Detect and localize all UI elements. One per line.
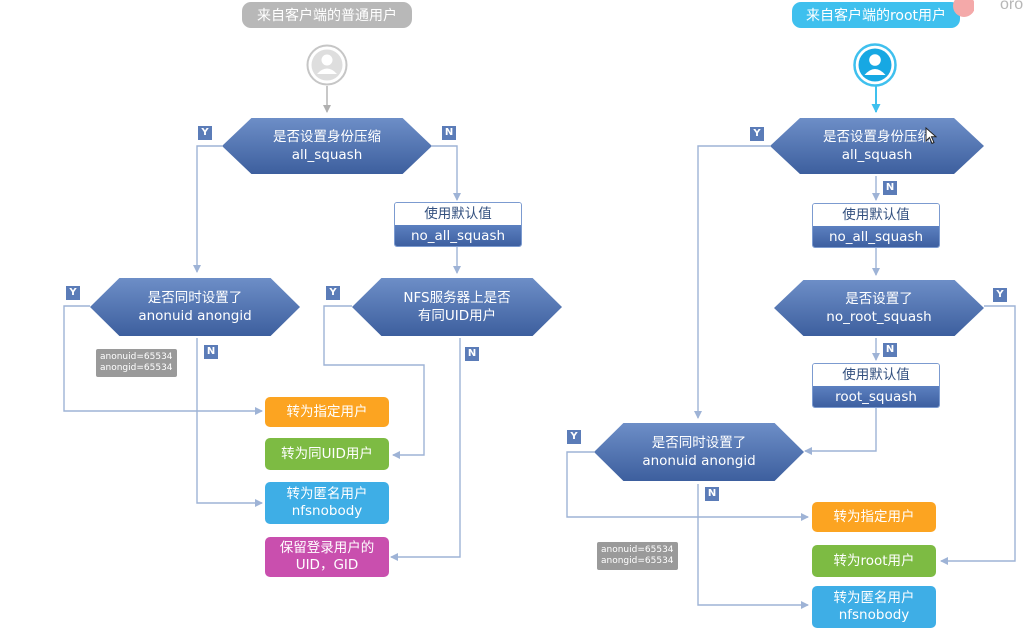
corner-logo-icon bbox=[953, 0, 974, 17]
decision-line2: anonuid anongid bbox=[642, 453, 756, 469]
note-line1: anonuid=65534 bbox=[601, 545, 674, 555]
result-line2: nfsnobody bbox=[291, 503, 363, 519]
decision-line2: all_squash bbox=[841, 147, 913, 163]
default-title: 使用默认值 bbox=[813, 204, 939, 226]
edge-right-d3-yes bbox=[566, 451, 809, 521]
no-flag: N bbox=[204, 345, 218, 359]
default-no-all-squash-left: 使用默认值 no_all_squash bbox=[394, 202, 522, 247]
edge-right-d1-yes bbox=[694, 145, 770, 419]
result-line2: UID，GID bbox=[295, 557, 359, 573]
yes-flag: Y bbox=[750, 127, 764, 141]
decision-anonuid-right: 是否同时设置了 anonuid anongid bbox=[594, 423, 804, 481]
result-line1: 转为匿名用户 bbox=[833, 590, 915, 606]
note-line2: anongid=65534 bbox=[601, 556, 674, 566]
yes-flag: Y bbox=[567, 430, 581, 444]
corner-text: oro bbox=[1000, 0, 1024, 13]
edge-right-default2-to-d3 bbox=[804, 408, 877, 455]
no-flag: N bbox=[883, 181, 897, 195]
no-flag: N bbox=[705, 487, 719, 501]
yes-flag: Y bbox=[198, 126, 212, 140]
user-avatar-icon bbox=[306, 44, 348, 86]
edge-left-d1-yes bbox=[193, 145, 222, 273]
edge-left-d2-no bbox=[196, 338, 263, 507]
result-line1: 转为匿名用户 bbox=[286, 486, 368, 502]
yes-flag: Y bbox=[993, 288, 1007, 302]
mouse-pointer-icon bbox=[925, 127, 937, 145]
decision-line2: anonuid anongid bbox=[138, 308, 252, 324]
result-same-uid-user: 转为同UID用户 bbox=[265, 438, 389, 470]
decision-line1: 是否同时设置了 bbox=[147, 290, 243, 306]
result-anonymous-user-right: 转为匿名用户 nfsnobody bbox=[812, 586, 936, 628]
result-anonymous-user-left: 转为匿名用户 nfsnobody bbox=[265, 482, 389, 524]
note-line2: anongid=65534 bbox=[100, 363, 173, 373]
decision-line2: 有同UID用户 bbox=[417, 308, 497, 324]
default-value: root_squash bbox=[813, 386, 939, 407]
result-keep-uid-gid: 保留登录用户的 UID，GID bbox=[265, 537, 389, 577]
yes-flag: Y bbox=[326, 286, 340, 300]
default-no-all-squash-right: 使用默认值 no_all_squash bbox=[812, 203, 940, 248]
decision-line1: 是否设置身份压缩 bbox=[273, 129, 381, 145]
decision-line1: NFS服务器上是否 bbox=[403, 290, 511, 306]
no-flag: N bbox=[883, 343, 897, 357]
anon-default-note-left: anonuid=65534 anongid=65534 bbox=[96, 349, 177, 377]
default-root-squash: 使用默认值 root_squash bbox=[812, 363, 940, 408]
edge-left-d3-yes bbox=[323, 305, 425, 459]
no-flag: N bbox=[442, 126, 456, 140]
decision-line2: no_root_squash bbox=[826, 309, 932, 325]
default-title: 使用默认值 bbox=[813, 364, 939, 386]
result-specified-user-right: 转为指定用户 bbox=[812, 502, 936, 532]
result-line1: 保留登录用户的 bbox=[279, 540, 375, 556]
decision-anonuid-left: 是否同时设置了 anonuid anongid bbox=[90, 278, 300, 336]
user-avatar-icon bbox=[853, 43, 897, 87]
decision-line1: 是否设置身份压缩 bbox=[823, 129, 931, 145]
edge-left-d1-no bbox=[432, 145, 461, 201]
source-normal-user-label: 来自客户端的普通用户 bbox=[242, 2, 412, 28]
decision-line1: 是否同时设置了 bbox=[651, 435, 747, 451]
note-line1: anonuid=65534 bbox=[100, 352, 173, 362]
edge-right-d2-yes bbox=[940, 305, 1016, 565]
default-value: no_all_squash bbox=[813, 226, 939, 247]
decision-all-squash-right: 是否设置身份压缩 all_squash bbox=[770, 118, 984, 174]
edge-left-d3-no bbox=[390, 338, 461, 561]
edge-right-d3-no bbox=[697, 484, 809, 609]
decision-no-root-squash: 是否设置了 no_root_squash bbox=[774, 280, 984, 336]
default-value: no_all_squash bbox=[395, 225, 521, 246]
decision-same-uid-left: NFS服务器上是否 有同UID用户 bbox=[352, 278, 562, 336]
decision-line2: all_squash bbox=[291, 147, 363, 163]
result-root-user: 转为root用户 bbox=[812, 545, 936, 577]
result-specified-user-left: 转为指定用户 bbox=[265, 397, 389, 427]
anon-default-note-right: anonuid=65534 anongid=65534 bbox=[597, 542, 678, 570]
default-title: 使用默认值 bbox=[395, 203, 521, 225]
yes-flag: Y bbox=[66, 286, 80, 300]
decision-all-squash-left: 是否设置身份压缩 all_squash bbox=[222, 118, 432, 174]
source-root-user-label: 来自客户端的root用户 bbox=[792, 2, 960, 28]
result-line2: nfsnobody bbox=[838, 607, 910, 623]
decision-line1: 是否设置了 bbox=[845, 291, 913, 307]
no-flag: N bbox=[465, 347, 479, 361]
edge-left-d2-yes bbox=[63, 305, 263, 415]
